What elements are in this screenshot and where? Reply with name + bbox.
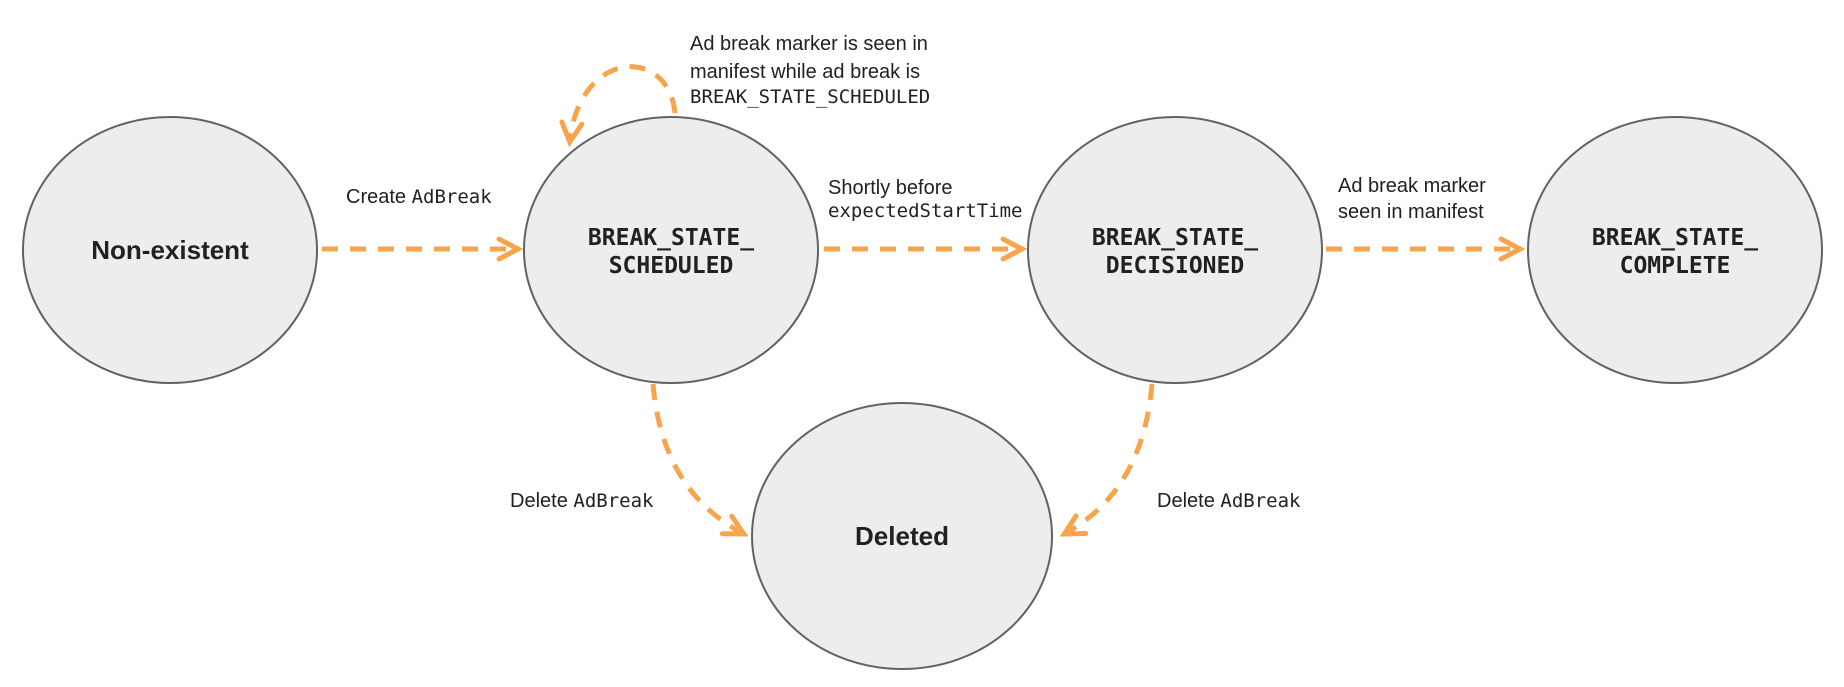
- state-node-break-state-scheduled: BREAK_STATE_SCHEDULED: [523, 116, 819, 384]
- edge-label-delete-right: Delete AdBreak: [1157, 490, 1301, 512]
- edges-layer: [322, 64, 1526, 537]
- state-node-non-existent: Non-existent: [22, 116, 318, 384]
- edge-label-delete-left: Delete AdBreak: [510, 490, 654, 512]
- edge-delete-right-arrow: [1059, 383, 1155, 537]
- break-state-scheduled-circle: [523, 116, 819, 384]
- non-existent-label: Non-existent: [91, 235, 249, 265]
- state-node-deleted: Deleted: [751, 402, 1053, 670]
- break-state-decisioned-label: BREAK_STATE_DECISIONED: [1092, 225, 1258, 279]
- non-existent-circle: [22, 116, 318, 384]
- break-state-scheduled-label: BREAK_STATE_SCHEDULED: [588, 225, 754, 279]
- edge-self-loop-arrow: [559, 64, 678, 148]
- edge-label-create-adbreak: Create AdBreak: [346, 186, 492, 208]
- break-state-complete-label: BREAK_STATE_COMPLETE: [1592, 225, 1758, 279]
- state-node-break-state-complete: BREAK_STATE_COMPLETE: [1527, 116, 1823, 384]
- state-node-break-state-decisioned: BREAK_STATE_DECISIONED: [1027, 116, 1323, 384]
- edge-delete-left-arrow: [650, 383, 749, 537]
- deleted-circle: [751, 402, 1053, 670]
- break-state-decisioned-circle: [1027, 116, 1323, 384]
- edge-labels-layer: Create AdBreak Ad break marker is seen i…: [346, 33, 1486, 512]
- deleted-label: Deleted: [855, 521, 949, 551]
- break-state-complete-circle: [1527, 116, 1823, 384]
